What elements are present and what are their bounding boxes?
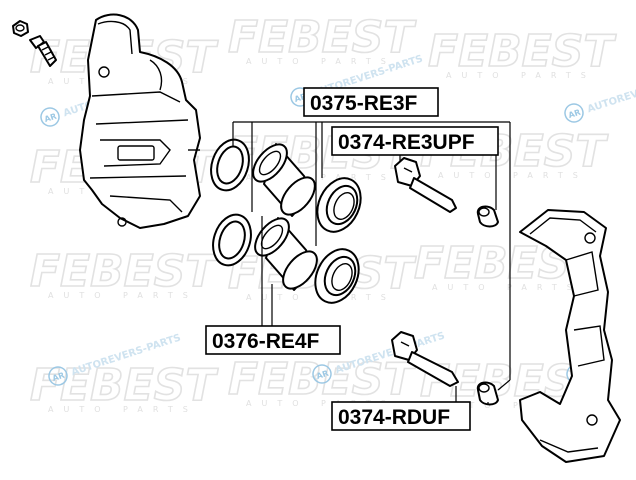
svg-text:AR: AR xyxy=(567,108,582,120)
piston-lower-icon xyxy=(254,217,318,291)
bleeder-screw-icon xyxy=(12,20,57,67)
svg-text:0374-RDUF: 0374-RDUF xyxy=(338,406,450,429)
svg-text:AR: AR xyxy=(51,371,66,383)
svg-text:FEBEST: FEBEST xyxy=(428,26,616,77)
label-0374-rduf: 0374-RDUF xyxy=(331,401,471,431)
pin-boot-lower-icon xyxy=(476,381,499,406)
svg-text:AUTO PARTS: AUTO PARTS xyxy=(246,57,396,66)
svg-text:AUTO PARTS: AUTO PARTS xyxy=(48,405,198,414)
svg-text:AUTO PARTS: AUTO PARTS xyxy=(48,291,198,300)
watermark-febest: FEBEST AUTO PARTS xyxy=(29,245,219,300)
svg-text:AUTO PARTS: AUTO PARTS xyxy=(432,283,582,292)
watermark-febest: FEBEST AUTO PARTS xyxy=(227,353,417,408)
svg-text:AUTO PARTS: AUTO PARTS xyxy=(446,71,596,80)
svg-text:AR: AR xyxy=(43,112,58,124)
svg-text:AUTO PARTS: AUTO PARTS xyxy=(438,171,588,180)
ar-badge-icon xyxy=(312,364,332,384)
leader-lines xyxy=(232,121,511,404)
guide-pin-lower-icon xyxy=(391,331,459,387)
piston-seal-lower-icon xyxy=(212,213,252,267)
watermark-febest: FEBEST AUTO PARTS xyxy=(427,25,617,80)
piston-upper-icon xyxy=(252,143,316,217)
watermark-febest: FEBEST AUTO PARTS xyxy=(29,359,219,414)
pin-boot-upper-icon xyxy=(476,205,499,228)
svg-text:FEBEST: FEBEST xyxy=(228,354,416,405)
label-0375-re3f: 0375-RE3F xyxy=(303,87,439,117)
caliper-body-icon xyxy=(79,13,201,229)
svg-text:0375-RE3F: 0375-RE3F xyxy=(310,92,418,115)
ar-badge-icon xyxy=(48,366,68,386)
ar-badge-icon xyxy=(564,103,584,123)
caliper-bracket-icon xyxy=(519,209,621,463)
svg-text:AR: AR xyxy=(315,369,330,381)
svg-text:0374-RE3UPF: 0374-RE3UPF xyxy=(338,131,475,154)
ar-badge-icon xyxy=(40,107,60,127)
dust-boot-lower-icon xyxy=(314,248,360,304)
guide-pin-upper-icon xyxy=(394,157,457,213)
svg-text:0376-RE4F: 0376-RE4F xyxy=(212,330,320,353)
piston-seal-upper-icon xyxy=(210,138,250,192)
svg-text:FEBEST: FEBEST xyxy=(30,246,218,297)
svg-text:AUTO PARTS: AUTO PARTS xyxy=(246,399,396,408)
watermark-febest: FEBEST AUTO PARTS xyxy=(227,11,417,66)
label-0374-re3upf: 0374-RE3UPF xyxy=(331,126,499,156)
svg-text:FEBEST: FEBEST xyxy=(228,12,416,63)
dust-boot-upper-icon xyxy=(316,177,362,233)
svg-text:AUTO PARTS: AUTO PARTS xyxy=(438,401,588,410)
svg-text:AUTO PARTS: AUTO PARTS xyxy=(246,293,396,302)
label-0376-re4f: 0376-RE4F xyxy=(205,325,341,355)
